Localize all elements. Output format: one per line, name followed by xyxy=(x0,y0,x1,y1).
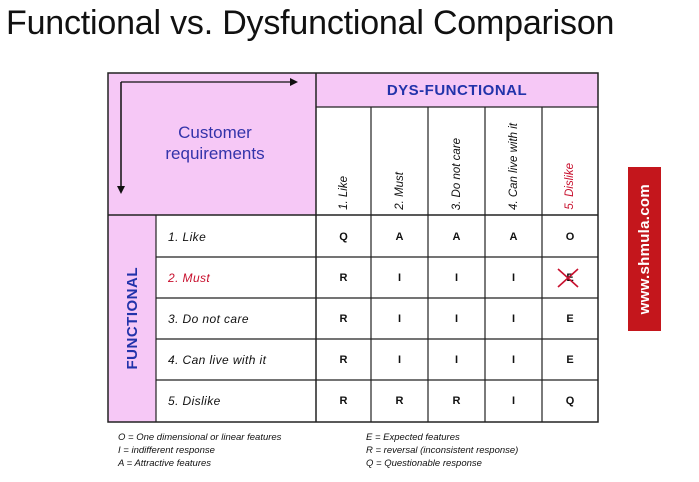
matrix-cell: I xyxy=(511,312,516,325)
matrix-cell: I xyxy=(511,353,516,366)
row-label-like: 1. Like xyxy=(168,229,207,244)
matrix-cell: R xyxy=(452,394,461,407)
matrix-cell: O xyxy=(565,230,575,243)
row-label-do-not-care: 3. Do not care xyxy=(168,311,249,326)
shmula-watermark-badge: www.shmula.com xyxy=(628,167,661,331)
legend-item-r: R = reversal (inconsistent response) xyxy=(366,445,519,456)
cross-out-mark xyxy=(557,268,579,288)
legend-item-a: A = Attractive features xyxy=(118,458,212,469)
matrix-cell: I xyxy=(454,353,459,366)
page-title: Functional vs. Dysfunctional Comparison xyxy=(6,4,615,42)
matrix-cell: R xyxy=(339,353,348,366)
row-label-can-live-with-it: 4. Can live with it xyxy=(168,352,267,367)
matrix-cell: I xyxy=(511,394,516,407)
matrix-cell: Q xyxy=(565,394,575,407)
column-label-dislike: 5. Dislike xyxy=(564,163,576,210)
column-label-can-live-with-it: 4. Can live with it xyxy=(507,123,520,210)
matrix-cell: R xyxy=(339,271,348,284)
matrix-cell: I xyxy=(397,271,402,284)
matrix-cell: A xyxy=(395,230,404,243)
matrix-cell: I xyxy=(397,353,402,366)
matrix-cell: A xyxy=(452,230,461,243)
matrix-cell: R xyxy=(395,394,404,407)
legend-item-q: Q = Questionable response xyxy=(366,458,482,469)
legend-item-e: E = Expected features xyxy=(366,432,460,443)
matrix-cell: E xyxy=(566,353,574,366)
dys-functional-header: DYS-FUNCTIONAL xyxy=(386,81,528,99)
matrix-cell: I xyxy=(454,271,459,284)
legend-item-o: O = One dimensional or linear features xyxy=(118,432,282,443)
matrix-cell: I xyxy=(511,271,516,284)
matrix-cell: E xyxy=(566,312,574,325)
matrix-cell: Q xyxy=(339,230,348,243)
customer-requirements-label: Customer requirements xyxy=(165,123,265,163)
matrix-cell: R xyxy=(339,312,348,325)
column-label-must: 2. Must xyxy=(393,172,406,210)
column-label-do-not-care: 3. Do not care xyxy=(450,137,463,210)
matrix-cell: A xyxy=(509,230,518,243)
matrix-cell-crossed: E xyxy=(566,271,574,284)
matrix-cell: I xyxy=(397,312,402,325)
matrix-cell: I xyxy=(454,312,459,325)
matrix-cell: R xyxy=(339,394,348,407)
legend-item-i: I = indifferent response xyxy=(118,445,215,456)
row-label-must: 2. Must xyxy=(168,270,211,285)
functional-header: FUNCTIONAL xyxy=(123,267,141,370)
row-label-dislike: 5. Dislike xyxy=(168,393,221,408)
column-label-like: 1. Like xyxy=(337,176,350,210)
